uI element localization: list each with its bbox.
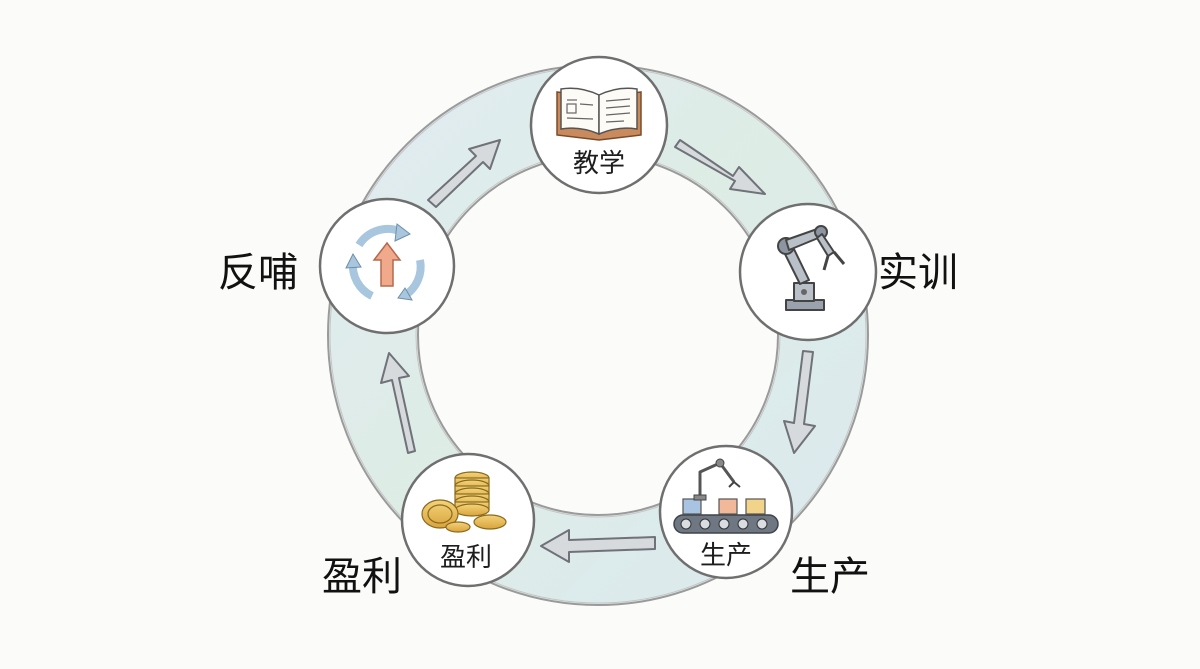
node-label-profit: 盈利 [440, 543, 492, 573]
outer-label-training: 实训 [878, 250, 958, 296]
node-profit: 盈利 [400, 452, 536, 588]
node-label-teaching: 教学 [573, 149, 625, 179]
arrow-feedback-to-teaching [427, 139, 501, 208]
arrow-teaching-to-training [674, 139, 766, 195]
cycle-arrows-icon [345, 223, 425, 301]
open-book-icon [556, 87, 642, 141]
flow-arrows [380, 139, 816, 563]
arrow-production-to-profit [540, 529, 656, 563]
outer-label-profit: 盈利 [322, 554, 402, 600]
outer-label-production: 生产 [790, 554, 870, 600]
node-teaching: 教学 [529, 55, 669, 195]
node-feedback [318, 197, 456, 335]
arrow-training-to-production [783, 350, 816, 454]
gold-coins-icon [421, 471, 507, 533]
arrow-profit-to-feedback [380, 352, 416, 454]
conveyor-belt-icon [673, 458, 779, 534]
robot-arm-icon [777, 225, 846, 311]
outer-label-feedback: 反哺 [218, 250, 298, 296]
node-training [738, 202, 878, 342]
node-label-production: 生产 [700, 541, 752, 571]
node-production: 生产 [658, 444, 794, 580]
